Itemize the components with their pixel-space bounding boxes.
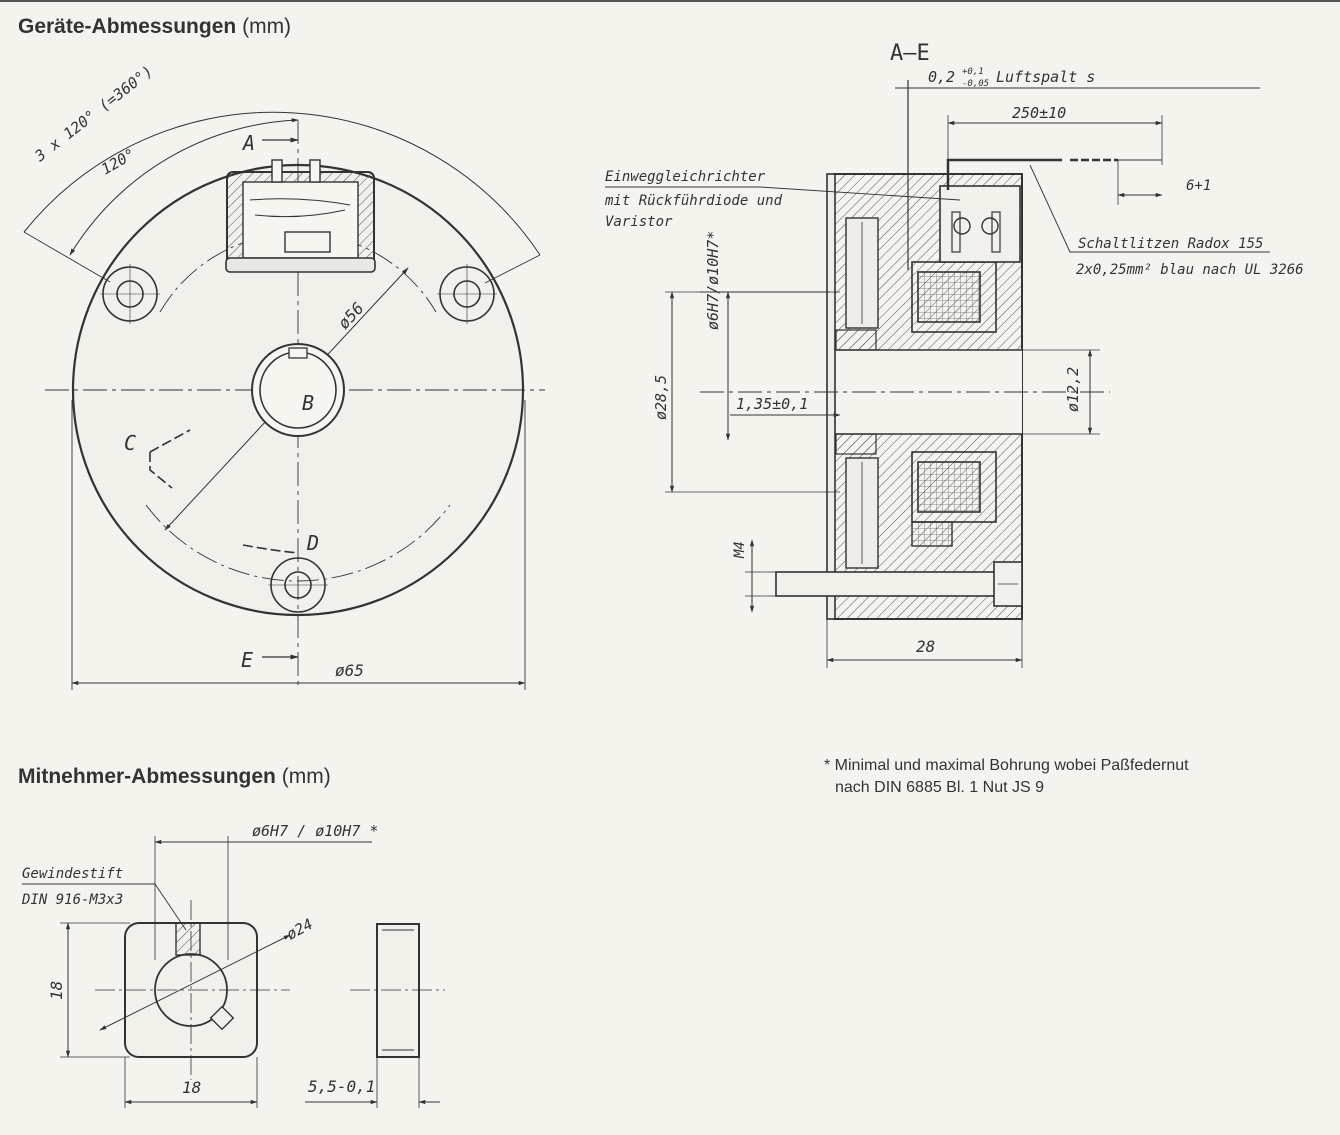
dia-24-label: ø24 [283, 915, 315, 944]
driver-side-view [376, 923, 420, 1058]
section-label-d: D [306, 531, 319, 555]
air-gap-value: 0,2 [928, 68, 955, 86]
hub-ring-outer [251, 343, 345, 437]
width-28-label: 28 [916, 637, 935, 656]
dia-28-5-label: ø28,5 [652, 375, 670, 420]
driver-width-label: 18 [182, 1078, 201, 1097]
section-label-e: E [241, 648, 253, 672]
setscrew-label-1: Gewindestift [22, 866, 123, 882]
section-label-a: A [241, 131, 255, 155]
driver-dimensions-title: Mitnehmer-Abmessungen (mm) [18, 765, 331, 788]
section-view [605, 80, 1270, 668]
rectifier-cavity [939, 185, 1021, 263]
rectifier-label-1: Einweggleichrichter [605, 169, 766, 185]
section-label-c: C [124, 431, 136, 455]
bore-label: ø6H7/ø10H7* [704, 231, 722, 330]
air-gap-upper-tol: +0,1 [962, 67, 984, 77]
center-label-b: B [302, 391, 314, 415]
section-mark-d [242, 544, 299, 554]
angle-total-label: 3 x 120° (=360°) [31, 62, 157, 166]
lead-length-label: 250±10 [1012, 104, 1066, 122]
rectifier-label-2: mit Rückführdiode und [604, 193, 783, 209]
driver-thickness-label: 5,5-0,1 [308, 1077, 375, 1096]
driver-bore-label: ø6H7 / ø10H7 * [252, 822, 378, 840]
keyway [288, 347, 308, 359]
mounting-hole-bottom [268, 557, 328, 613]
rectifier-box [225, 159, 376, 273]
set-screw [175, 922, 201, 956]
leads-label-2: 2x0,25mm² blau nach UL 3266 [1076, 262, 1304, 278]
armature-plate [826, 173, 836, 620]
air-gap-label: Luftspalt s [996, 68, 1095, 86]
bore-footnote: * Minimal und maximal Bohrung wobei Paßf… [824, 757, 1189, 796]
driver-height-label: 18 [47, 981, 66, 1000]
offset-label: 1,35±0,1 [736, 395, 808, 413]
section-mark-c [149, 452, 173, 489]
section-title: A–E [890, 41, 930, 66]
angle-single-label: 120° [98, 145, 138, 179]
mounting-screw [775, 571, 999, 597]
coil-bottom [917, 461, 981, 513]
dia-12-2-label: ø12,2 [1064, 367, 1082, 412]
device-dimensions-title: Geräte-Abmessungen (mm) [18, 15, 292, 38]
thread-label: M4 [732, 541, 748, 559]
coil-top [917, 271, 981, 323]
dia-65-label: ø65 [335, 661, 364, 680]
mounting-hole-right [437, 264, 497, 324]
leads-label-1: Schaltlitzen Radox 155 [1078, 236, 1263, 252]
mounting-hole-left [100, 264, 160, 324]
spring [911, 521, 953, 547]
air-gap-lower-tol: -0,05 [962, 79, 989, 89]
strip-length-label: 6+1 [1186, 178, 1211, 194]
driver-view [22, 836, 445, 1108]
front-view [23, 111, 545, 690]
setscrew-label-2: DIN 916-M3x3 [21, 892, 123, 908]
top-rule [0, 0, 1340, 2]
rectifier-label-3: Varistor [605, 214, 673, 230]
